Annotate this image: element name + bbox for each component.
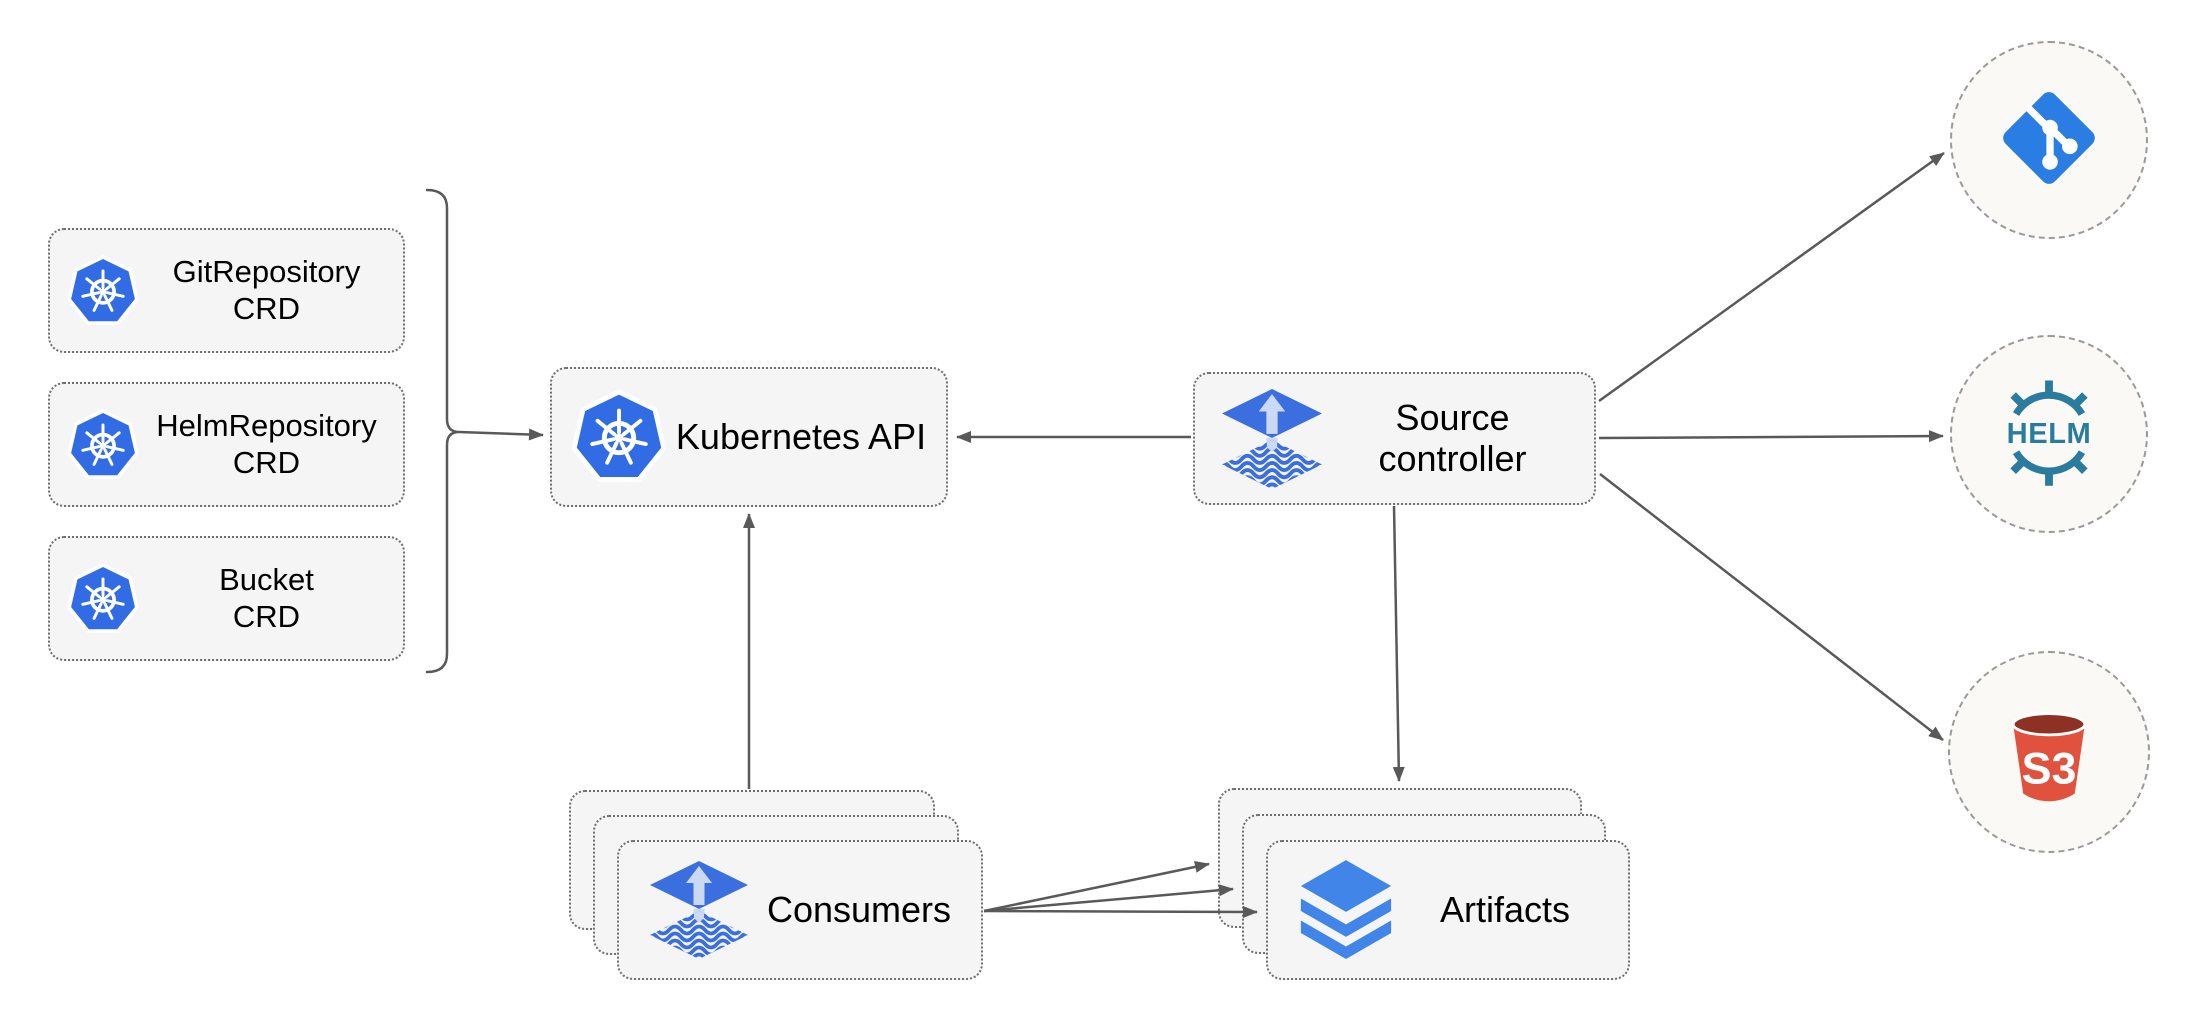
flux-icon (649, 860, 749, 960)
arrow-source-controller-to-s3 (1599, 473, 1944, 741)
kubernetes-icon (66, 562, 140, 636)
node-label: Artifacts (1439, 888, 1571, 930)
arrow-consumers-to-artifacts-middle (983, 884, 1234, 913)
arrow-source-controller-to-artifacts (1392, 505, 1405, 782)
arrow-consumers-to-artifacts-front (983, 905, 1258, 918)
node-label: Kubernetes API (675, 415, 927, 457)
crd-group-bracket (425, 188, 460, 674)
layers-icon (1298, 860, 1394, 960)
s3-icon (1993, 694, 2105, 811)
arrow-consumers-to-artifacts-back (983, 860, 1210, 913)
arrow-crds-to-kubernetes-api (458, 428, 544, 441)
node-consumers: Consumers (617, 840, 983, 980)
node-helmrepository-crd: HelmRepository CRD (48, 382, 405, 507)
kubernetes-icon (66, 254, 140, 328)
circle-helm-source (1950, 335, 2148, 533)
flux-icon (1221, 388, 1323, 490)
node-gitrepository-crd: GitRepository CRD (48, 228, 405, 353)
circle-git-source (1950, 41, 2148, 239)
kubernetes-icon (66, 408, 140, 482)
node-label: GitRepository CRD (172, 253, 361, 326)
circle-s3-source (1948, 651, 2150, 853)
node-label: HelmRepository CRD (156, 407, 377, 480)
arrow-source-controller-to-helm (1598, 430, 1944, 443)
git-icon (1997, 86, 2101, 195)
helm-icon (1993, 376, 2105, 493)
arrow-source-controller-to-git (1598, 151, 1945, 403)
node-source-controller: Source controller (1193, 372, 1596, 505)
kubernetes-icon (570, 388, 668, 486)
node-kubernetes-api: Kubernetes API (550, 367, 948, 507)
node-label: Consumers (766, 888, 952, 930)
node-label: Source controller (1378, 397, 1527, 479)
node-bucket-crd: Bucket CRD (48, 536, 405, 661)
node-artifacts: Artifacts (1266, 840, 1630, 980)
node-label: Bucket CRD (219, 561, 314, 634)
